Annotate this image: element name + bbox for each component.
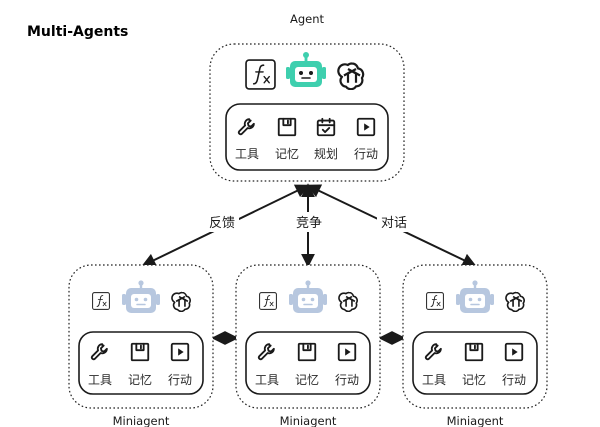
main-agent-label: Agent [290, 12, 325, 26]
page-title: Multi-Agents [27, 24, 128, 40]
main-agent-tools-panel [225, 103, 389, 171]
tool-memory: 记忆 [462, 342, 486, 387]
tool-label: 行动 [168, 373, 192, 387]
edge-left-label: 反馈 [209, 216, 235, 231]
tool-label: 记忆 [128, 373, 152, 387]
miniagent: 工具 记忆 行动 Miniagent [68, 264, 214, 427]
tool-label: 记忆 [275, 147, 299, 161]
tool-memory: 记忆 [295, 342, 319, 387]
tool-wrench: 工具 [422, 343, 446, 387]
tool-label: 记忆 [462, 373, 486, 387]
tool-action: 行动 [354, 117, 378, 161]
edge-right-label: 对话 [381, 216, 407, 231]
tool-action: 行动 [168, 342, 192, 387]
tool-label: 工具 [255, 373, 279, 387]
connections: 反馈 竞争 对话 [141, 183, 477, 345]
robot-icon [286, 52, 326, 87]
tool-memory: 记忆 [275, 117, 299, 161]
tool-label: 行动 [354, 147, 378, 161]
tool-wrench: 工具 [88, 343, 112, 387]
tool-action: 行动 [502, 342, 526, 387]
tool-memory: 记忆 [128, 342, 152, 387]
tool-wrench: 工具 [235, 118, 259, 161]
tool-label: 工具 [88, 373, 112, 387]
tool-label: 记忆 [295, 373, 319, 387]
tool-label: 行动 [335, 373, 359, 387]
tool-action: 行动 [335, 342, 359, 387]
tool-label: 工具 [235, 147, 259, 161]
robot-icon [289, 280, 327, 313]
robot-icon [122, 280, 160, 313]
tool-label: 规划 [314, 146, 338, 161]
tool-wrench: 工具 [255, 343, 279, 387]
tool-planning: 规划 [314, 117, 338, 161]
tool-label: 工具 [422, 373, 446, 387]
miniagent: 工具 记忆 行动 Miniagent [402, 264, 548, 427]
robot-icon [456, 280, 494, 313]
miniagent-label: Miniagent [280, 414, 337, 427]
tool-label: 行动 [502, 373, 526, 387]
miniagent-label: Miniagent [447, 414, 504, 427]
main-agent: Agent 工具 记忆 规划 [209, 12, 405, 182]
miniagent: 工具 记忆 行动 Miniagent [235, 264, 381, 427]
miniagent-label: Miniagent [113, 414, 170, 427]
edge-middle-label: 竞争 [296, 215, 322, 231]
